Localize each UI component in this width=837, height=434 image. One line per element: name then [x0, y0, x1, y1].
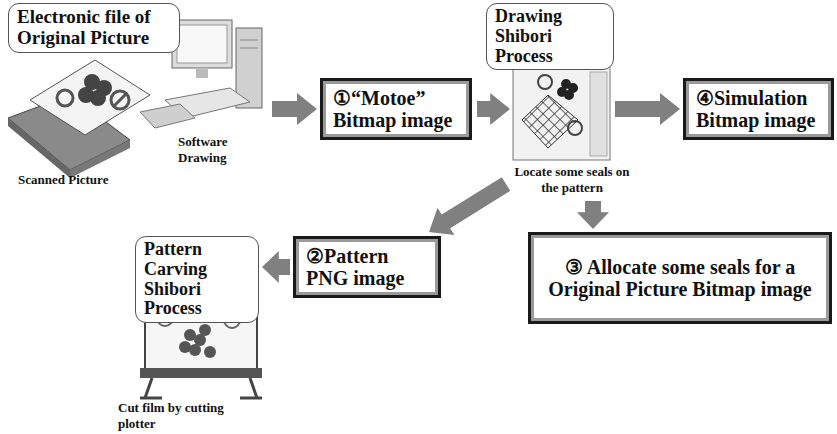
output-box: ④Simulation Bitmap image — [683, 78, 834, 140]
box-text: ②Pattern PNG image — [306, 245, 428, 289]
illustration-caption: Software Drawing — [178, 134, 268, 165]
scanner-illustration — [8, 60, 150, 178]
box-text: Drawing Shibori Process — [495, 7, 605, 66]
box-text: ③ Allocate some seals for a Original Pic… — [541, 256, 819, 300]
flow-arrow — [577, 201, 609, 229]
illustration-caption: Scanned Picture — [18, 172, 138, 188]
flow-arrow — [262, 251, 290, 283]
software-screenshot — [513, 62, 610, 160]
box-text: Pattern Carving Shibori Process — [144, 240, 250, 319]
flow-arrow — [477, 93, 510, 125]
box-text: ①“Motoe” Bitmap image — [333, 87, 459, 131]
illustration-caption: Cut film by cutting plotter — [118, 400, 248, 431]
process-box: Electronic file of Original Picture — [8, 3, 180, 53]
output-box: ①“Motoe” Bitmap image — [320, 78, 472, 140]
flow-arrow — [429, 177, 510, 235]
process-box: Pattern Carving Shibori Process — [135, 236, 259, 323]
flow-arrow — [272, 93, 317, 125]
box-text: ④Simulation Bitmap image — [696, 87, 821, 131]
flow-arrow — [615, 93, 680, 125]
output-box: ③ Allocate some seals for a Original Pic… — [528, 232, 832, 324]
process-box: Drawing Shibori Process — [486, 3, 614, 70]
box-text: Electronic file of Original Picture — [17, 7, 171, 49]
illustration-caption: Locate some seals on the pattern — [512, 164, 632, 195]
output-box: ②Pattern PNG image — [293, 236, 441, 298]
